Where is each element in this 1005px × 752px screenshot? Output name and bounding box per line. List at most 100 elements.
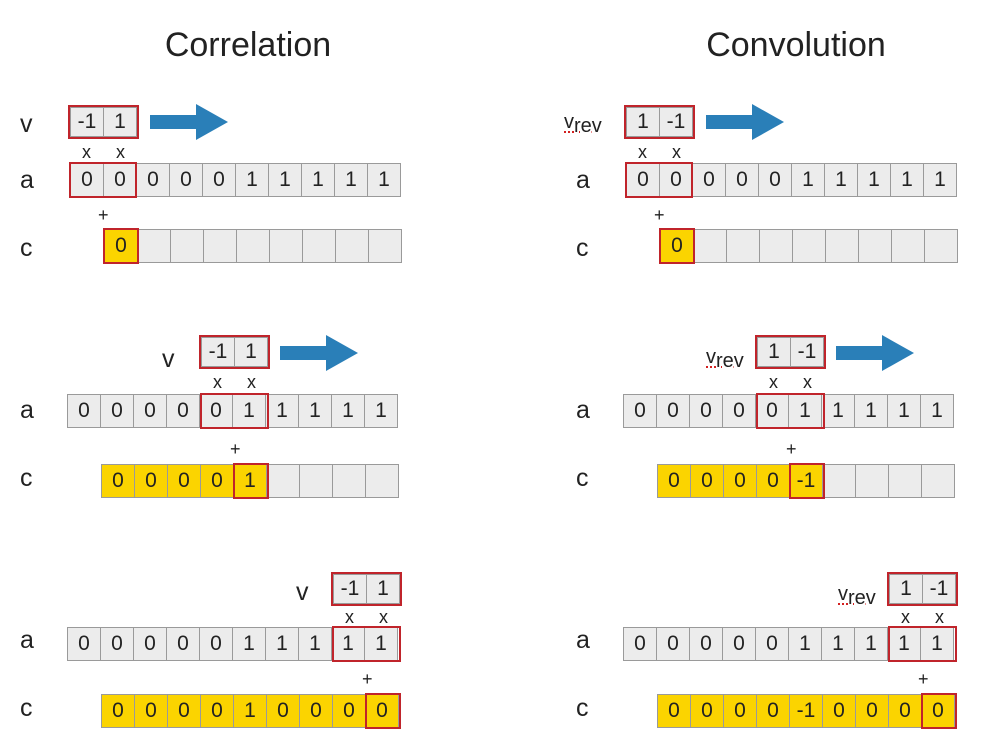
- title-convolution: Convolution: [706, 26, 886, 64]
- array-c-cell: 0: [723, 694, 757, 728]
- right-arrow-icon: [150, 104, 228, 140]
- array-a-cell: 0: [199, 627, 233, 661]
- label-v-rev: vrev: [838, 583, 876, 609]
- array-c-cell: [269, 229, 303, 263]
- times-sign: x: [803, 372, 812, 392]
- array-a-cell: 0: [67, 627, 101, 661]
- times-sign: x: [247, 372, 256, 392]
- array-c-cell: 0: [822, 694, 856, 728]
- array-a-cell: 1: [821, 627, 855, 661]
- kernel-cell: -1: [333, 574, 367, 604]
- array-a-cell: 0: [166, 394, 200, 428]
- array-a-cell: 0: [755, 627, 789, 661]
- array-c-cell: 0: [104, 229, 138, 263]
- array-a-cell: 1: [854, 627, 888, 661]
- array-a-cell: 1: [788, 394, 822, 428]
- array-c-cell: 0: [200, 464, 234, 498]
- array-c-cell: -1: [789, 464, 823, 498]
- array-a-cell: 1: [923, 163, 957, 197]
- array-a-cell: 0: [133, 394, 167, 428]
- array-a-cell: 1: [331, 394, 365, 428]
- array-a-cell: 0: [166, 627, 200, 661]
- array-c-cell: [855, 464, 889, 498]
- times-sign: x: [935, 607, 944, 627]
- kernel-cell: 1: [234, 337, 268, 367]
- label-c: c: [576, 234, 589, 262]
- array-c-cell: 0: [200, 694, 234, 728]
- array-a-cell: 0: [692, 163, 726, 197]
- array-c-cell: [888, 464, 922, 498]
- array-a-cell: 1: [854, 394, 888, 428]
- label-a: a: [20, 166, 34, 194]
- array-c-cell: [302, 229, 336, 263]
- array-c-cell: 0: [657, 464, 691, 498]
- plus-sign: +: [98, 205, 109, 225]
- array-a-cell: 1: [298, 394, 332, 428]
- array-a-cell: 0: [722, 394, 756, 428]
- array-a-cell: 0: [100, 627, 134, 661]
- array-a-cell: 1: [788, 627, 822, 661]
- kernel-cell: 1: [757, 337, 791, 367]
- array-c-cell: [822, 464, 856, 498]
- label-a: a: [20, 396, 34, 424]
- right-arrow-icon: [280, 335, 358, 371]
- array-c-cell: [891, 229, 925, 263]
- right-arrow-icon: [706, 104, 784, 140]
- array-a-cell: 0: [659, 163, 693, 197]
- plus-sign: +: [786, 439, 797, 459]
- array-a-cell: 0: [623, 394, 657, 428]
- array-c-cell: 0: [660, 229, 694, 263]
- array-c-cell: 0: [134, 694, 168, 728]
- kernel-box: 1-1: [755, 335, 826, 369]
- array-a-cell: 1: [364, 627, 398, 661]
- array-c-cell: 0: [299, 694, 333, 728]
- array-a-cell: 1: [301, 163, 335, 197]
- array-a-cell: 1: [887, 627, 921, 661]
- array-c-cell: [203, 229, 237, 263]
- plus-sign: +: [362, 669, 373, 689]
- array-a-cell: 1: [887, 394, 921, 428]
- array-c-cell: [266, 464, 300, 498]
- array-c-cell: [726, 229, 760, 263]
- array-a-cell: 1: [235, 163, 269, 197]
- array-a-cell: 1: [920, 394, 954, 428]
- array-a-cell: 0: [100, 394, 134, 428]
- array-c-cell: 0: [101, 464, 135, 498]
- array-a-cell: 1: [920, 627, 954, 661]
- array-a-cell: 1: [890, 163, 924, 197]
- array-c-cell: 0: [690, 464, 724, 498]
- array-c-cell: 0: [921, 694, 955, 728]
- array-a-cell: 1: [265, 627, 299, 661]
- array-a-cell: 0: [755, 394, 789, 428]
- array-c-cell: [693, 229, 727, 263]
- array-a-cell: 0: [67, 394, 101, 428]
- array-c-cell: 0: [266, 694, 300, 728]
- array-c-cell: 0: [134, 464, 168, 498]
- array-c: 0: [660, 229, 958, 263]
- times-sign: x: [82, 142, 91, 162]
- array-c-cell: [368, 229, 402, 263]
- label-a: a: [20, 626, 34, 654]
- times-sign: x: [116, 142, 125, 162]
- array-a-cell: 0: [169, 163, 203, 197]
- array-c-cell: [236, 229, 270, 263]
- array-a-cell: 0: [722, 627, 756, 661]
- array-a-cell: 0: [758, 163, 792, 197]
- array-c-cell: 0: [167, 694, 201, 728]
- array-c-cell: 0: [756, 464, 790, 498]
- array-c-cell: [335, 229, 369, 263]
- array-c-cell: 0: [690, 694, 724, 728]
- array-c-cell: 0: [855, 694, 889, 728]
- array-c-cell: [759, 229, 793, 263]
- array-a-cell: 0: [656, 627, 690, 661]
- array-c-cell: 0: [167, 464, 201, 498]
- plus-sign: +: [230, 439, 241, 459]
